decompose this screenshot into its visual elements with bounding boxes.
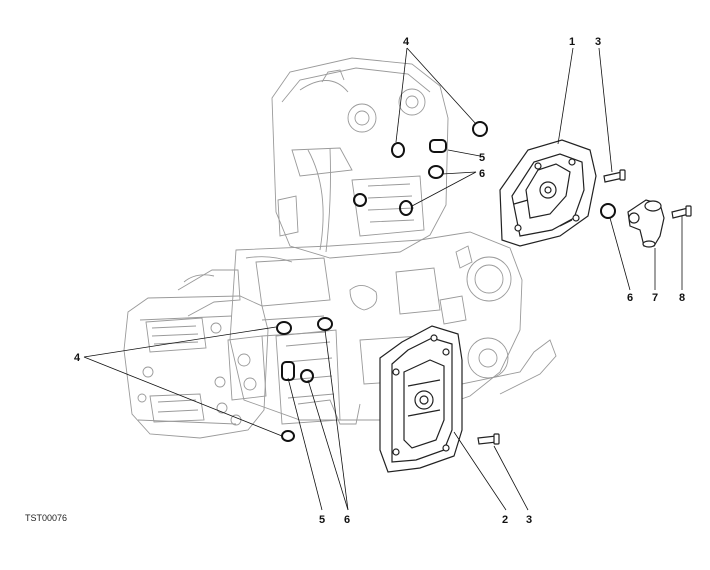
callout-8: 8 xyxy=(679,292,685,304)
fasteners xyxy=(477,169,692,445)
callout-6: 6 xyxy=(627,292,633,304)
callout-2: 2 xyxy=(502,514,508,526)
o-ring xyxy=(281,430,295,442)
drawing-code: TST00076 xyxy=(25,513,67,523)
o-ring xyxy=(276,321,292,335)
gasket xyxy=(281,361,295,381)
callout-4: 4 xyxy=(74,352,81,364)
callout-3: 3 xyxy=(595,36,601,48)
o-ring xyxy=(472,121,488,137)
callout-4: 4 xyxy=(403,36,410,48)
gasket xyxy=(429,139,447,153)
callout-3: 3 xyxy=(526,514,532,526)
callout-1: 1 xyxy=(569,36,575,48)
cover-plate-1 xyxy=(499,139,597,247)
o-ring xyxy=(317,317,333,331)
o-ring xyxy=(399,200,413,216)
cover-plate-2 xyxy=(379,325,463,473)
leader-lines xyxy=(83,47,683,511)
o-rings-and-seals xyxy=(276,121,616,442)
callout-labels: 1 3 4 5 6 6 7 8 4 5 6 2 3 xyxy=(74,36,685,526)
callout-7: 7 xyxy=(652,292,658,304)
callout-6: 6 xyxy=(344,514,350,526)
engine-assembly xyxy=(123,57,557,439)
o-ring xyxy=(300,369,314,383)
callout-6: 6 xyxy=(479,168,485,180)
callout-5: 5 xyxy=(319,514,325,526)
o-ring xyxy=(391,142,405,158)
o-ring xyxy=(600,203,616,219)
callout-5: 5 xyxy=(479,152,485,164)
o-ring xyxy=(428,165,444,179)
o-ring xyxy=(353,193,367,207)
